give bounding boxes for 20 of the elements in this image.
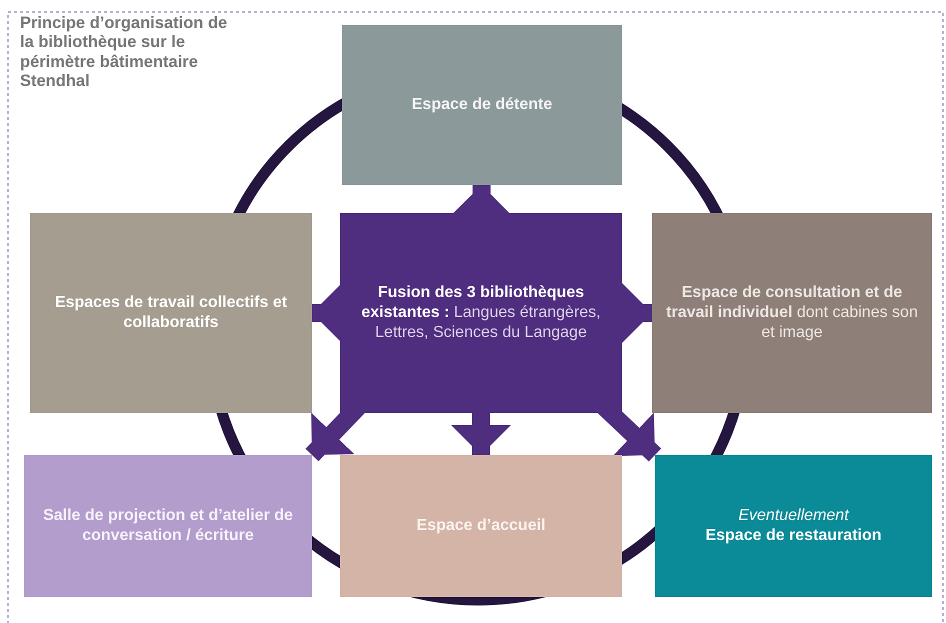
space-box bbox=[30, 213, 312, 413]
space-label: Espace de consultation et de travail individuel dont cabines son et image bbox=[666, 283, 918, 343]
space-label: Salle de projection et d’atelier de conversation / écriture bbox=[42, 506, 294, 546]
space-box bbox=[340, 455, 622, 597]
space-box bbox=[652, 213, 932, 413]
space-label: Espace de détente bbox=[412, 95, 552, 115]
space-label: Fusion des 3 bibliothèques existantes : Langues étrangères, Lettres, Sciences du Langage bbox=[360, 283, 602, 343]
space-label: Espaces de travail collectifs et collaboratifs bbox=[54, 293, 288, 333]
arrow bbox=[451, 413, 511, 455]
arrow bbox=[451, 184, 512, 216]
space-box bbox=[340, 213, 622, 413]
diagram-title: Principe d’organisation de la bibliothèque sur le périmètre bâtimentaire Stendhal bbox=[20, 14, 228, 92]
space-label: Eventuellement bbox=[738, 506, 849, 526]
space-label: Espace d’accueil bbox=[416, 516, 546, 536]
space-label: Espace de restauration bbox=[705, 526, 882, 546]
arrow bbox=[622, 283, 652, 343]
space-box bbox=[655, 455, 932, 597]
arrow bbox=[312, 283, 342, 343]
space-box bbox=[342, 25, 622, 185]
space-box bbox=[24, 455, 312, 597]
